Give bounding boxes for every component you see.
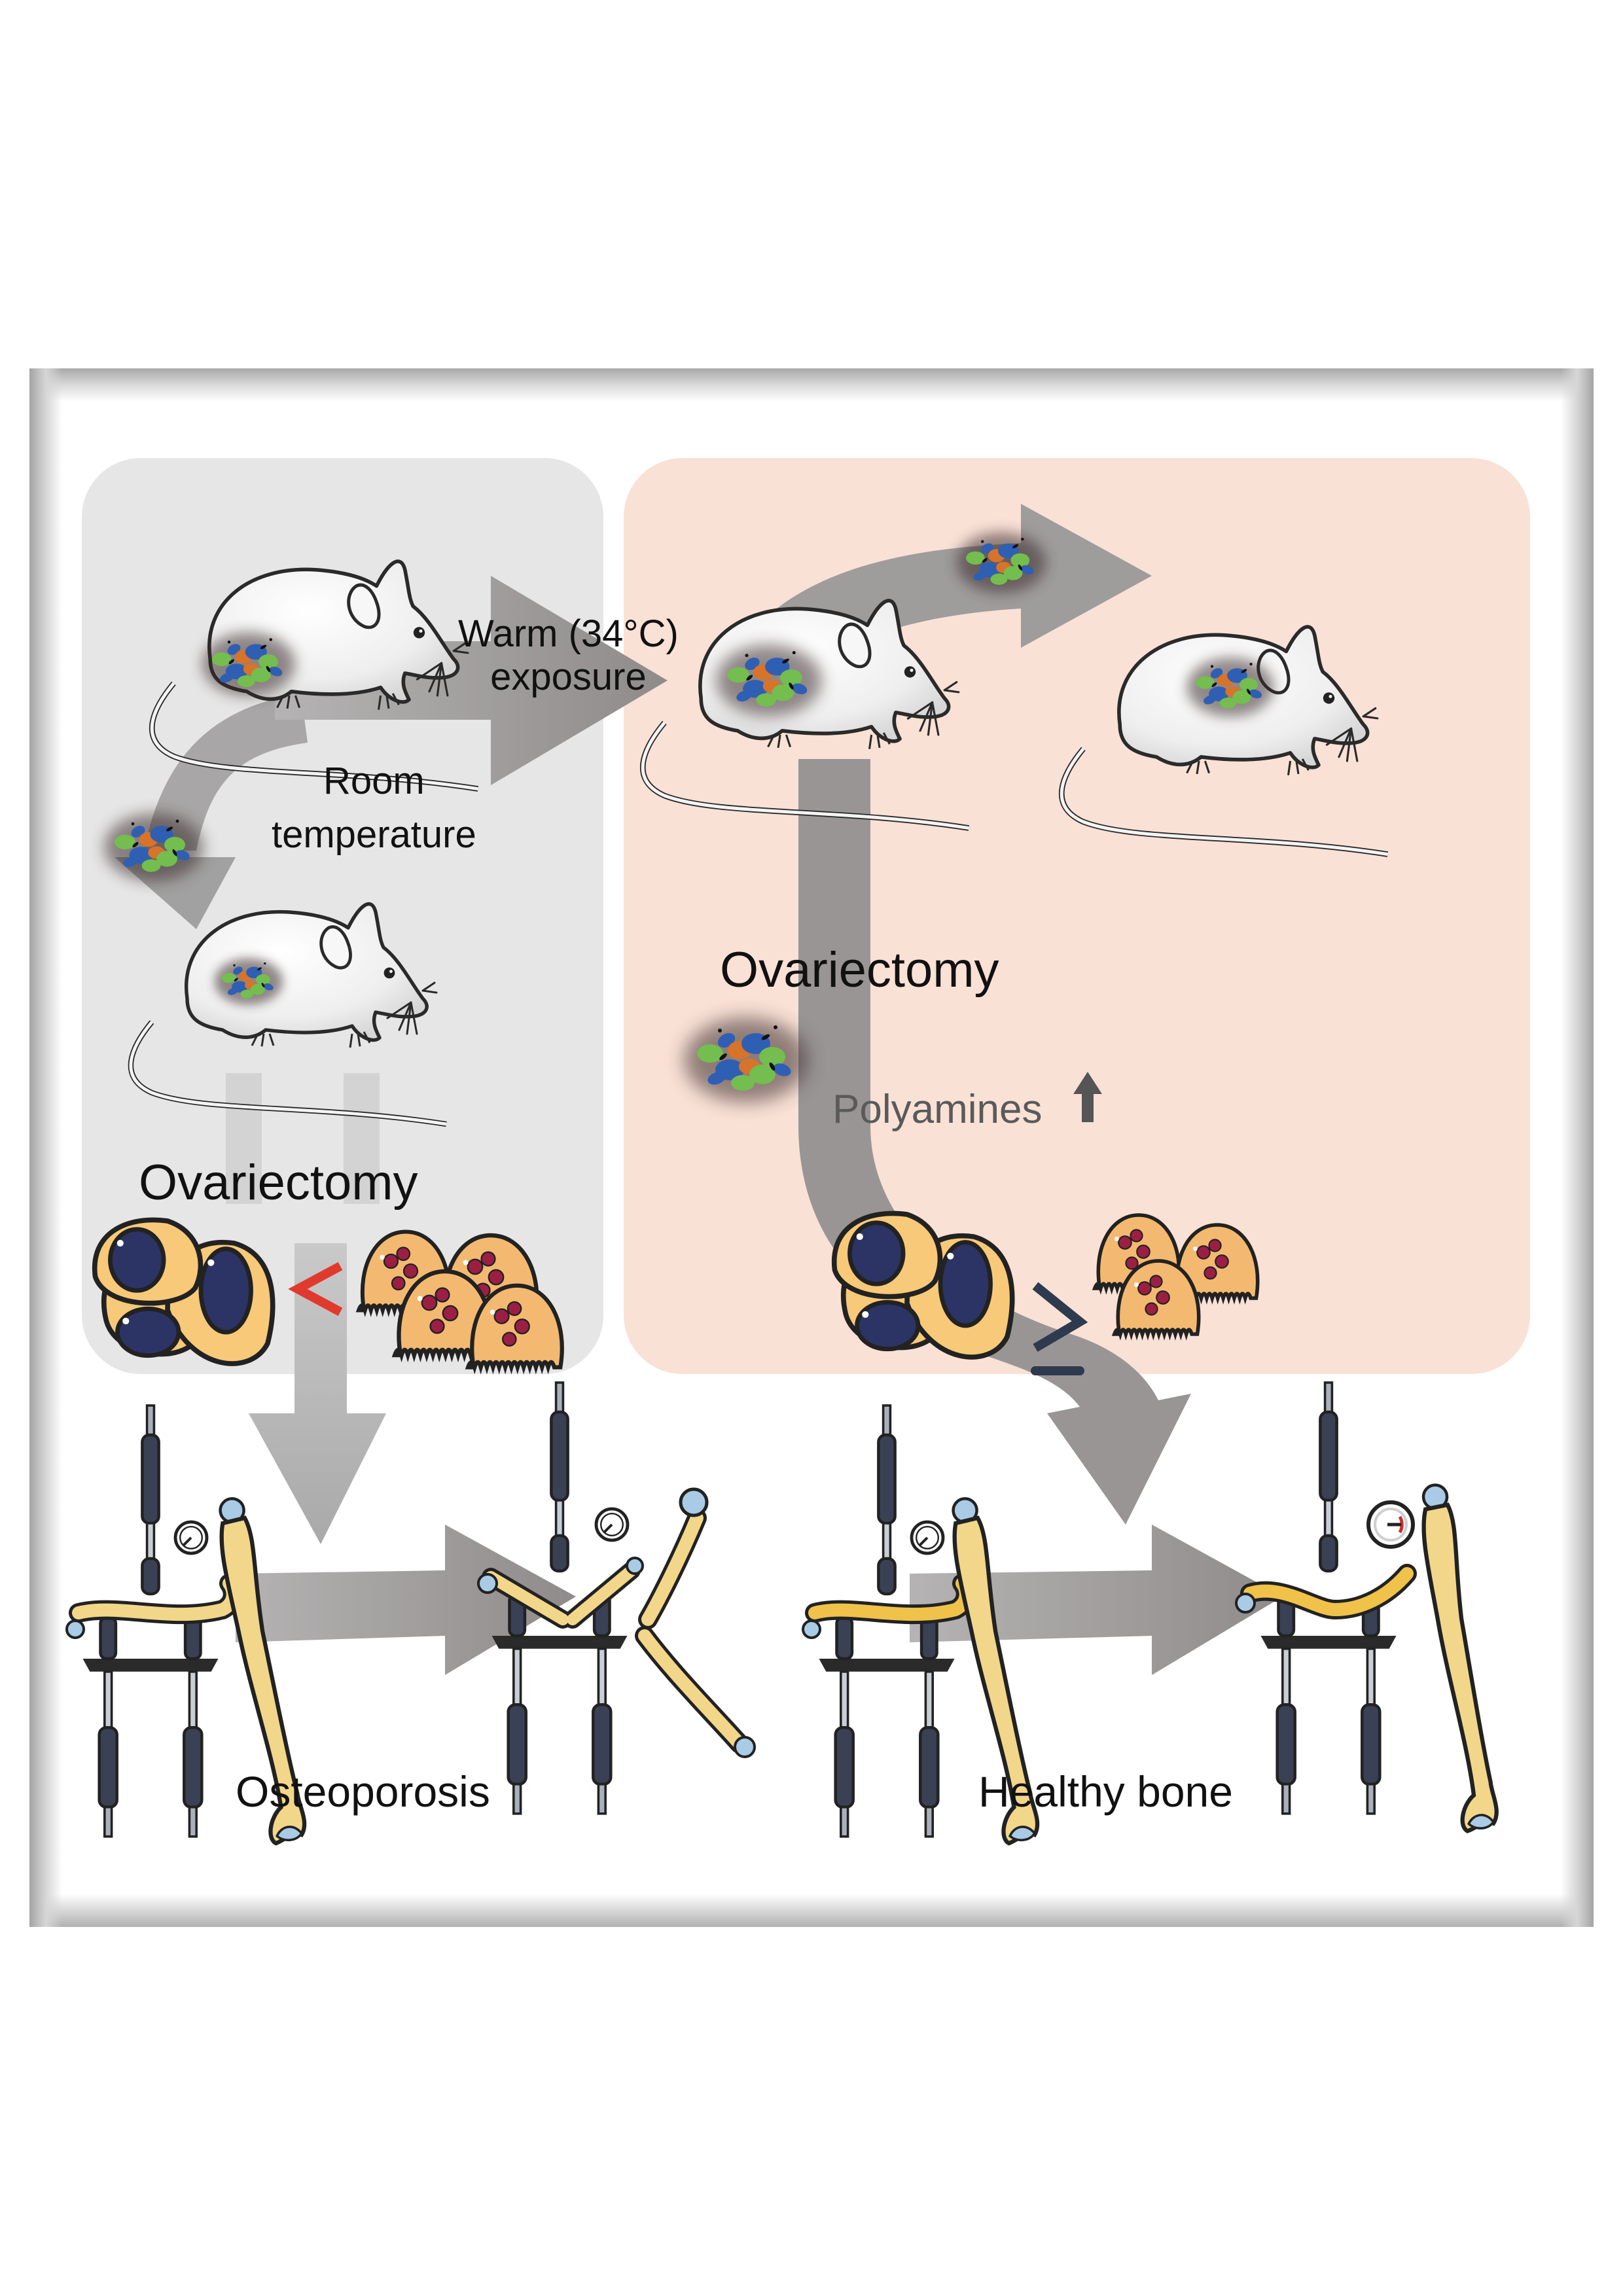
arrow-to-osteoporosis [249, 1243, 386, 1544]
warm-exposure-line1: Warm (34°C) [458, 612, 679, 655]
polyamines-label: Polyamines [832, 1087, 1043, 1132]
bending-test-after-warm [1235, 1383, 1417, 1814]
fractured-femur [635, 1487, 756, 1758]
mouse-room-temperature-2 [131, 904, 446, 1124]
osteoporosis-label: Osteoporosis [236, 1767, 490, 1816]
ovariectomy-label-room: Ovariectomy [139, 1155, 418, 1210]
bending-test-before-room [65, 1405, 243, 1837]
arrow-room-temp-transfer [144, 694, 308, 851]
microbiota-warm-1 [716, 645, 822, 717]
healthy-bone-label: Healthy bone [978, 1767, 1233, 1816]
up-arrow-icon [1073, 1072, 1102, 1122]
greater-equal-symbol [1031, 1282, 1088, 1375]
microbiota-room-1 [202, 632, 296, 696]
warm-exposure-line2: exposure [490, 656, 647, 698]
force-gauge-icon [596, 1509, 628, 1540]
less-than-symbol [288, 1262, 343, 1316]
ovariectomy-label-warm: Ovariectomy [720, 942, 999, 998]
room-temperature-line1: Room [323, 760, 425, 802]
room-temperature-label: Room temperature [272, 762, 476, 854]
microbiota-polyamines [684, 1017, 808, 1103]
arrow-bending-right [910, 1525, 1283, 1675]
bending-test-after-room [477, 1383, 644, 1814]
force-gauge-icon [912, 1522, 943, 1553]
frame-right-bevel [1561, 368, 1594, 1927]
force-gauge-icon [175, 1522, 207, 1553]
osteoblast-cluster-room [95, 1220, 273, 1364]
frame-left-bevel [29, 368, 62, 1927]
microbiota-transfer-warm [957, 532, 1046, 593]
arrow-warm-exposure [275, 576, 668, 785]
microbiota-room-2 [215, 958, 283, 1005]
room-temperature-line2: temperature [272, 813, 476, 856]
femur-after-warm-intact [1421, 1482, 1498, 1832]
arrow-left-stem-2 [344, 1073, 380, 1204]
arrow-left-stem-1 [226, 1073, 262, 1204]
microbiota-warm-recipient [1187, 658, 1274, 717]
warm-exposure-label: Warm (34°C) exposure [458, 615, 679, 696]
force-gauge-high-icon [1366, 1500, 1415, 1549]
bending-test-before-warm [802, 1405, 976, 1837]
osteoblast-cluster-warm [834, 1213, 1012, 1357]
arrow-ovariectomy-warm [798, 759, 1191, 1525]
arrow-bending-left [236, 1525, 576, 1675]
microbiota-transfer-room [104, 813, 204, 881]
